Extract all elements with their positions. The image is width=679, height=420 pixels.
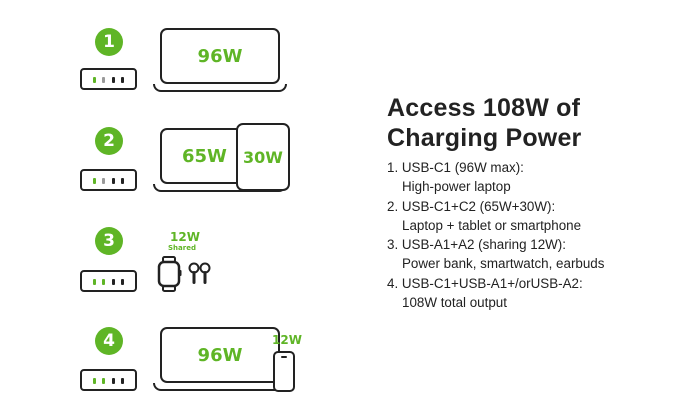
heading-line-2: Charging Power [387, 124, 582, 152]
tablet-icon: 30W [236, 123, 290, 191]
list-item-4-main: 4. USB-C1+USB-A1+/orUSB-A2: [387, 275, 583, 291]
step-4-badge: 4 [95, 327, 123, 355]
list-item-3-main: 3. USB-A1+A2 (sharing 12W): [387, 237, 566, 253]
list-item-2-main: 2. USB-C1+C2 (65W+30W): [387, 198, 556, 214]
heading-line-1: Access 108W of [387, 94, 581, 122]
laptop-1-watts: 96W [197, 45, 243, 67]
phone-watts: 12W [272, 333, 302, 347]
features-list: 1. USB-C1 (96W max): High-power laptop 2… [387, 158, 672, 312]
list-item-1-sub: High-power laptop [402, 179, 511, 195]
tablet-watts: 30W [243, 147, 283, 167]
charger-3-icon [80, 270, 137, 292]
list-item-4-sub: 108W total output [402, 295, 507, 311]
laptop-4-watts: 96W [197, 344, 243, 366]
step-1-badge: 1 [95, 28, 123, 56]
step-2-badge: 2 [95, 127, 123, 155]
smartwatch-icon [157, 256, 182, 292]
step-3-badge: 3 [95, 227, 123, 255]
charger-2-icon [80, 169, 137, 191]
laptop-1-icon: 96W [160, 28, 280, 84]
laptop-4-icon: 96W [160, 327, 280, 383]
smartphone-icon [273, 351, 295, 392]
laptop-1-base [153, 84, 287, 92]
earbuds-icon [188, 262, 211, 284]
shared-watts: 12W [170, 230, 200, 244]
shared-label: Shared [168, 244, 196, 252]
charger-1-icon [80, 68, 137, 90]
laptop-4-base [153, 383, 287, 391]
list-item-1-main: 1. USB-C1 (96W max): [387, 160, 524, 175]
list-item-3-sub: Power bank, smartwatch, earbuds [402, 256, 605, 272]
laptop-2-watts: 65W [182, 145, 227, 167]
list-item-2-sub: Laptop + tablet or smartphone [402, 217, 582, 233]
charger-4-icon [80, 369, 137, 391]
